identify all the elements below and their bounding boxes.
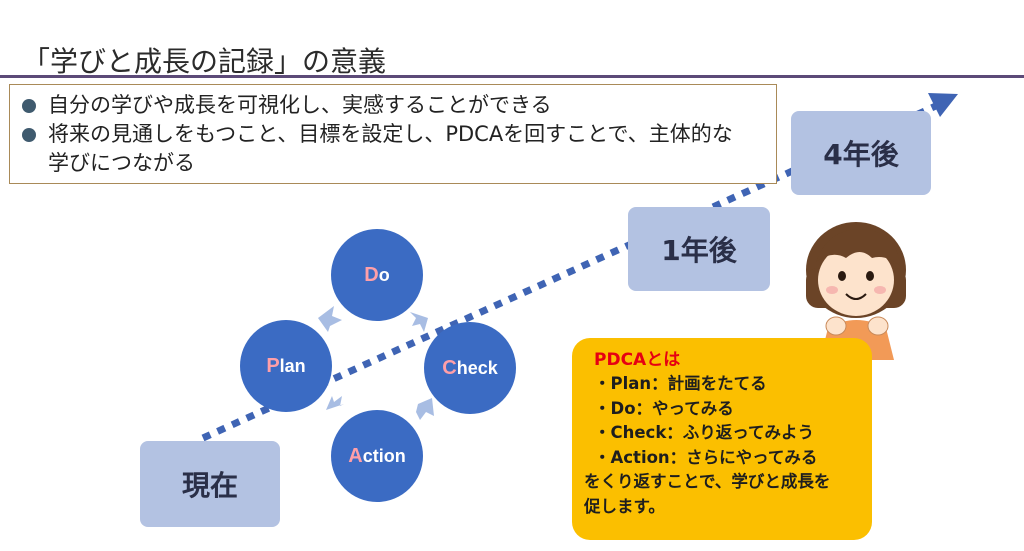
- cycle-arrow-icon: [326, 396, 344, 410]
- cycle-do-label: o: [378, 264, 390, 285]
- bullet-text: 将来の見通しをもつこと、目標を設定し、PDCAを回すことで、主体的な 学びにつな…: [48, 122, 733, 175]
- milestone-four-years-label: 4年後: [823, 138, 899, 171]
- pdca-footer: をくり返すことで、学びと成長を 促します。: [584, 472, 831, 516]
- cycle-action-label: ction: [362, 445, 406, 466]
- milestone-now: 現在: [140, 441, 280, 527]
- cycle-action-initial: A: [348, 444, 363, 467]
- cycle-do-initial: D: [364, 263, 379, 286]
- bullet-item: 自分の学びや成長を可視化し、実感することができる: [20, 91, 768, 120]
- milestone-one-year: 1年後: [628, 207, 770, 291]
- milestone-four-years: 4年後: [791, 111, 931, 195]
- milestone-one-year-label: 1年後: [661, 234, 737, 267]
- cycle-arrow-icon: [416, 398, 434, 420]
- bullet-dot-icon: [22, 128, 36, 142]
- bullet-text: 自分の学びや成長を可視化し、実感することができる: [48, 93, 552, 117]
- cycle-check-label: heck: [456, 357, 498, 378]
- pdca-do-line: ・Do：やってみる: [594, 398, 734, 418]
- pdca-plan-line: ・Plan：計画をたてる: [594, 374, 767, 393]
- pdca-info-box: PDCAとは ・Plan：計画をたてる ・Do：やってみる ・Check：ふり返…: [572, 338, 872, 540]
- pdca-check-line: ・Check：ふり返ってみよう: [594, 423, 814, 442]
- cycle-arrow-icon: [410, 312, 428, 332]
- cycle-plan-label: lan: [279, 355, 306, 376]
- milestone-now-label: 現在: [181, 469, 238, 502]
- bullet-item: 将来の見通しをもつこと、目標を設定し、PDCAを回すことで、主体的な 学びにつな…: [20, 120, 768, 178]
- cycle-arrow-icon: [318, 306, 342, 332]
- bullet-box: 自分の学びや成長を可視化し、実感することができる 将来の見通しをもつこと、目標を…: [9, 84, 777, 184]
- bullet-dot-icon: [22, 99, 36, 113]
- pdca-action-line: ・Action：さらにやってみる: [594, 447, 818, 467]
- page-title: 「学びと成長の記録」の意義: [22, 45, 387, 78]
- pdca-title: PDCAとは: [594, 350, 681, 370]
- title-divider: [0, 75, 1024, 78]
- cycle-check-initial: C: [442, 356, 457, 379]
- cycle-plan-initial: P: [266, 354, 280, 377]
